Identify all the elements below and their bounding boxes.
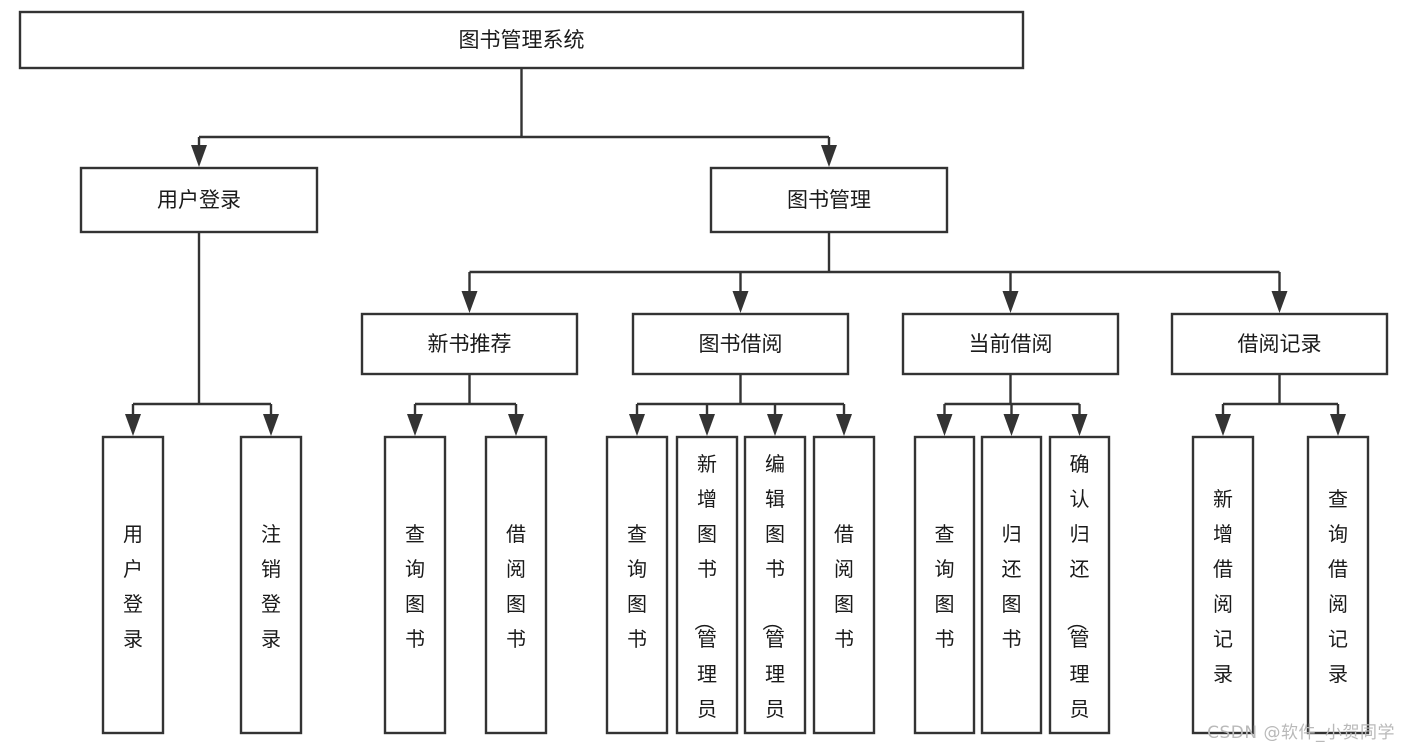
node-leaf-add-record[interactable]: 新增借阅记录 (1191, 435, 1255, 735)
arrow-head-icon (1003, 414, 1020, 436)
node-label-leaf-confirm-return: 确认归还（管理员） (1065, 452, 1090, 747)
connector-group-current-borrow (936, 374, 1088, 436)
node-box-leaf-edit-book[interactable] (743, 435, 807, 735)
arrow-head-icon (1071, 414, 1088, 436)
node-box-leaf-add-record[interactable] (1191, 435, 1255, 735)
arrow-head-icon (821, 145, 837, 167)
node-label-borrow-record: 借阅记录 (1238, 332, 1322, 356)
node-label-current-borrow: 当前借阅 (969, 332, 1053, 356)
node-box-book-borrow[interactable] (631, 312, 850, 376)
node-box-leaf-user-login[interactable] (101, 435, 165, 735)
arrow-head-icon (407, 414, 423, 436)
node-box-leaf-query-book-3[interactable] (913, 435, 976, 735)
node-box-leaf-user-logout[interactable] (239, 435, 303, 735)
node-label-leaf-query-book-2: 查询图书 (627, 522, 647, 651)
arrow-head-icon (461, 291, 478, 313)
node-label-user-login: 用户登录 (157, 188, 241, 212)
node-label-leaf-query-record: 查询借阅记录 (1328, 487, 1348, 686)
arrow-head-icon (699, 414, 715, 436)
node-leaf-user-logout[interactable]: 注销登录 (239, 435, 303, 735)
node-root[interactable]: 图书管理系统 (18, 10, 1025, 70)
node-box-leaf-query-record[interactable] (1306, 435, 1370, 735)
arrow-head-icon (629, 414, 645, 436)
node-book-manage[interactable]: 图书管理 (709, 166, 949, 234)
node-label-root: 图书管理系统 (459, 28, 585, 52)
connector-group-user-login (125, 232, 279, 436)
arrow-head-icon (767, 414, 783, 436)
node-box-leaf-add-book[interactable] (675, 435, 739, 735)
node-borrow-record[interactable]: 借阅记录 (1170, 312, 1389, 376)
node-user-login[interactable]: 用户登录 (79, 166, 319, 234)
node-box-leaf-query-book-2[interactable] (605, 435, 669, 735)
node-label-leaf-add-book: 新增图书（管理员） (692, 452, 717, 747)
node-leaf-borrow-book-2[interactable]: 借阅图书 (812, 435, 876, 735)
node-leaf-query-book-2[interactable]: 查询图书 (605, 435, 669, 735)
node-box-leaf-return-book[interactable] (980, 435, 1043, 735)
node-leaf-edit-book[interactable]: 编辑图书（管理员） (743, 435, 807, 747)
arrow-head-icon (191, 145, 207, 167)
edge-layer (125, 68, 1346, 436)
node-box-leaf-confirm-return[interactable] (1048, 435, 1111, 735)
connector-group-book-borrow (629, 374, 852, 436)
node-label-leaf-borrow-book-1: 借阅图书 (506, 522, 526, 651)
arrow-head-icon (836, 414, 852, 436)
node-box-new-book-rec[interactable] (360, 312, 579, 376)
node-label-leaf-user-login: 用户登录 (123, 522, 143, 651)
node-leaf-borrow-book-1[interactable]: 借阅图书 (484, 435, 548, 735)
arrow-head-icon (936, 414, 953, 436)
arrow-head-icon (1002, 291, 1019, 313)
node-box-user-login[interactable] (79, 166, 319, 234)
arrow-head-icon (263, 414, 279, 436)
connector-group-borrow-record (1215, 374, 1346, 436)
node-leaf-user-login[interactable]: 用户登录 (101, 435, 165, 735)
arrow-head-icon (1271, 291, 1288, 313)
node-label-leaf-borrow-book-2: 借阅图书 (834, 522, 854, 651)
connector-group-book-manage (461, 232, 1288, 313)
node-label-leaf-query-book-1: 查询图书 (405, 522, 425, 651)
node-label-leaf-add-record: 新增借阅记录 (1213, 487, 1233, 686)
node-box-leaf-query-book-1[interactable] (383, 435, 447, 735)
node-label-leaf-edit-book: 编辑图书（管理员） (760, 452, 785, 747)
node-leaf-query-book-3[interactable]: 查询图书 (913, 435, 976, 735)
node-new-book-rec[interactable]: 新书推荐 (360, 312, 579, 376)
connector-group-root (191, 68, 837, 167)
node-box-leaf-borrow-book-2[interactable] (812, 435, 876, 735)
node-box-book-manage[interactable] (709, 166, 949, 234)
node-box-borrow-record[interactable] (1170, 312, 1389, 376)
node-leaf-return-book[interactable]: 归还图书 (980, 435, 1043, 735)
node-leaf-query-book-1[interactable]: 查询图书 (383, 435, 447, 735)
arrow-head-icon (732, 291, 749, 313)
node-box-leaf-borrow-book-1[interactable] (484, 435, 548, 735)
node-box-current-borrow[interactable] (901, 312, 1120, 376)
node-leaf-query-record[interactable]: 查询借阅记录 (1306, 435, 1370, 735)
node-label-leaf-query-book-3: 查询图书 (935, 522, 955, 651)
node-box-root[interactable] (18, 10, 1025, 70)
node-current-borrow[interactable]: 当前借阅 (901, 312, 1120, 376)
node-label-book-manage: 图书管理 (787, 188, 871, 212)
node-leaf-add-book[interactable]: 新增图书（管理员） (675, 435, 739, 747)
node-label-leaf-user-logout: 注销登录 (261, 522, 281, 651)
arrow-head-icon (1215, 414, 1231, 436)
connector-group-new-book-rec (407, 374, 524, 436)
arrow-head-icon (508, 414, 524, 436)
arrow-head-icon (125, 414, 141, 436)
node-label-book-borrow: 图书借阅 (699, 332, 783, 356)
node-label-new-book-rec: 新书推荐 (428, 332, 512, 356)
node-label-leaf-return-book: 归还图书 (1002, 522, 1022, 651)
node-book-borrow[interactable]: 图书借阅 (631, 312, 850, 376)
node-leaf-confirm-return[interactable]: 确认归还（管理员） (1048, 435, 1111, 747)
arrow-head-icon (1330, 414, 1346, 436)
node-layer: 图书管理系统用户登录图书管理新书推荐图书借阅当前借阅借阅记录用户登录注销登录查询… (18, 10, 1389, 747)
